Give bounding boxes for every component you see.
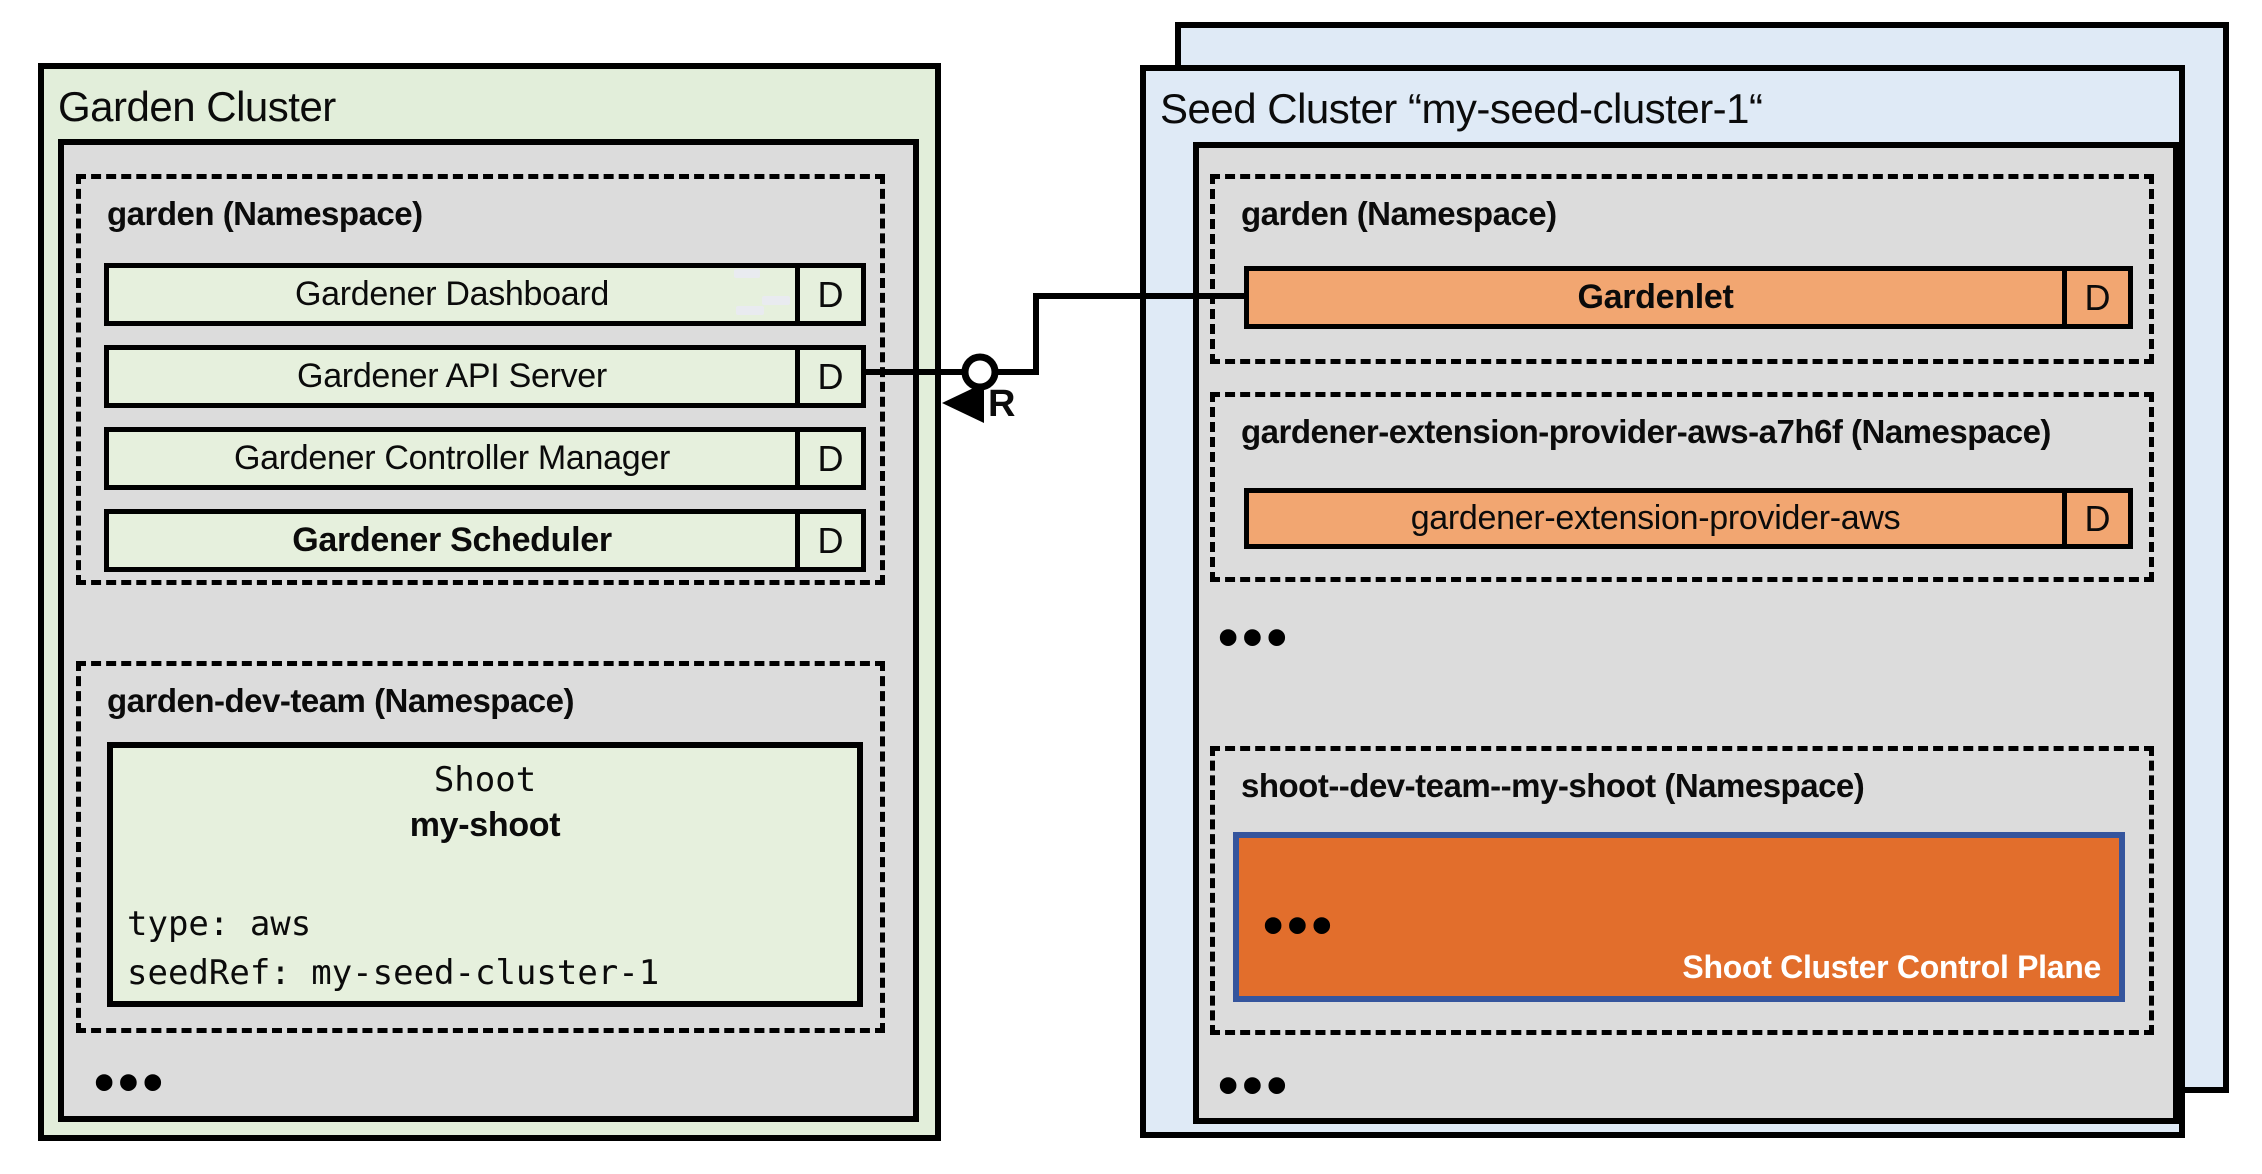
component-gardener-controller-manager: Gardener Controller Manager D — [104, 427, 866, 490]
garden-cluster-title: Garden Cluster — [58, 83, 336, 130]
shoot-spec-type: type: aws — [127, 904, 312, 944]
more-components-indicator: ••• — [1263, 893, 1336, 958]
namespace-shoot-dev-team-my-shoot: shoot--dev-team--my-shoot (Namespace) ••… — [1210, 746, 2154, 1035]
namespace-garden: garden (Namespace) Gardener Dashboard D … — [76, 174, 885, 585]
namespace-extension-provider-aws: gardener-extension-provider-aws-a7h6f (N… — [1210, 392, 2154, 582]
component-label: gardener-extension-provider-aws — [1410, 499, 1901, 537]
seed-cluster-title: Seed Cluster “my-seed-cluster-1“ — [1160, 85, 1763, 132]
garden-cluster-box: Garden Cluster garden (Namespace) Garden… — [38, 63, 941, 1141]
shoot-spec-seedref: seedRef: my-seed-cluster-1 — [127, 953, 660, 993]
component-gardener-extension-provider-aws: gardener-extension-provider-aws D — [1244, 488, 2133, 549]
deployment-badge: D — [795, 350, 861, 403]
component-label: Gardener Controller Manager — [233, 439, 670, 477]
shoot-cluster-control-plane-box: ••• Shoot Cluster Control Plane — [1233, 832, 2125, 1002]
namespace-garden-dev-team: garden-dev-team (Namespace) Shoot my-sho… — [76, 661, 885, 1033]
artifact-dash — [762, 296, 790, 305]
namespace-shoot-label: shoot--dev-team--my-shoot (Namespace) — [1241, 767, 1865, 804]
component-gardener-scheduler: Gardener Scheduler D — [104, 509, 866, 572]
namespace-garden-dev-team-label: garden-dev-team (Namespace) — [107, 682, 575, 719]
seed-cluster-panel: garden (Namespace) Gardenlet D gardener-… — [1193, 142, 2179, 1124]
component-gardener-api-server: Gardener API Server D — [104, 345, 866, 408]
shoot-name: my-shoot — [409, 806, 561, 844]
deployment-badge: D — [795, 268, 861, 321]
arrow-left-icon — [942, 383, 984, 423]
artifact-dash — [734, 269, 760, 278]
component-gardenlet: Gardenlet D — [1244, 266, 2133, 329]
more-namespaces-indicator: ••• — [1218, 1053, 1291, 1118]
namespace-seed-garden-label: garden (Namespace) — [1241, 195, 1557, 232]
more-namespaces-indicator: ••• — [1218, 605, 1291, 670]
control-plane-caption: Shoot Cluster Control Plane — [1682, 949, 2101, 985]
deployment-badge: D — [795, 514, 861, 567]
deployment-badge: D — [2062, 493, 2128, 544]
component-label: Gardener Scheduler — [292, 521, 612, 559]
deployment-badge: D — [2062, 271, 2128, 324]
shoot-resource-box: Shoot my-shoot type: aws seedRef: my-see… — [107, 742, 863, 1007]
namespace-garden-label: garden (Namespace) — [107, 195, 423, 232]
component-label: Gardener API Server — [297, 357, 607, 395]
namespace-seed-garden: garden (Namespace) Gardenlet D — [1210, 174, 2154, 364]
seed-cluster-box: Seed Cluster “my-seed-cluster-1“ garden … — [1140, 65, 2185, 1138]
component-label: Gardenlet — [1577, 278, 1734, 316]
namespace-extension-provider-aws-label: gardener-extension-provider-aws-a7h6f (N… — [1241, 413, 2051, 450]
artifact-dash — [736, 306, 764, 315]
connector-r-label: R — [988, 383, 1016, 425]
component-label: Gardener Dashboard — [294, 275, 609, 313]
shoot-kind: Shoot — [433, 760, 537, 800]
deployment-badge: D — [795, 432, 861, 485]
more-namespaces-indicator: ••• — [94, 1050, 167, 1115]
garden-cluster-panel: garden (Namespace) Gardener Dashboard D … — [58, 139, 919, 1122]
